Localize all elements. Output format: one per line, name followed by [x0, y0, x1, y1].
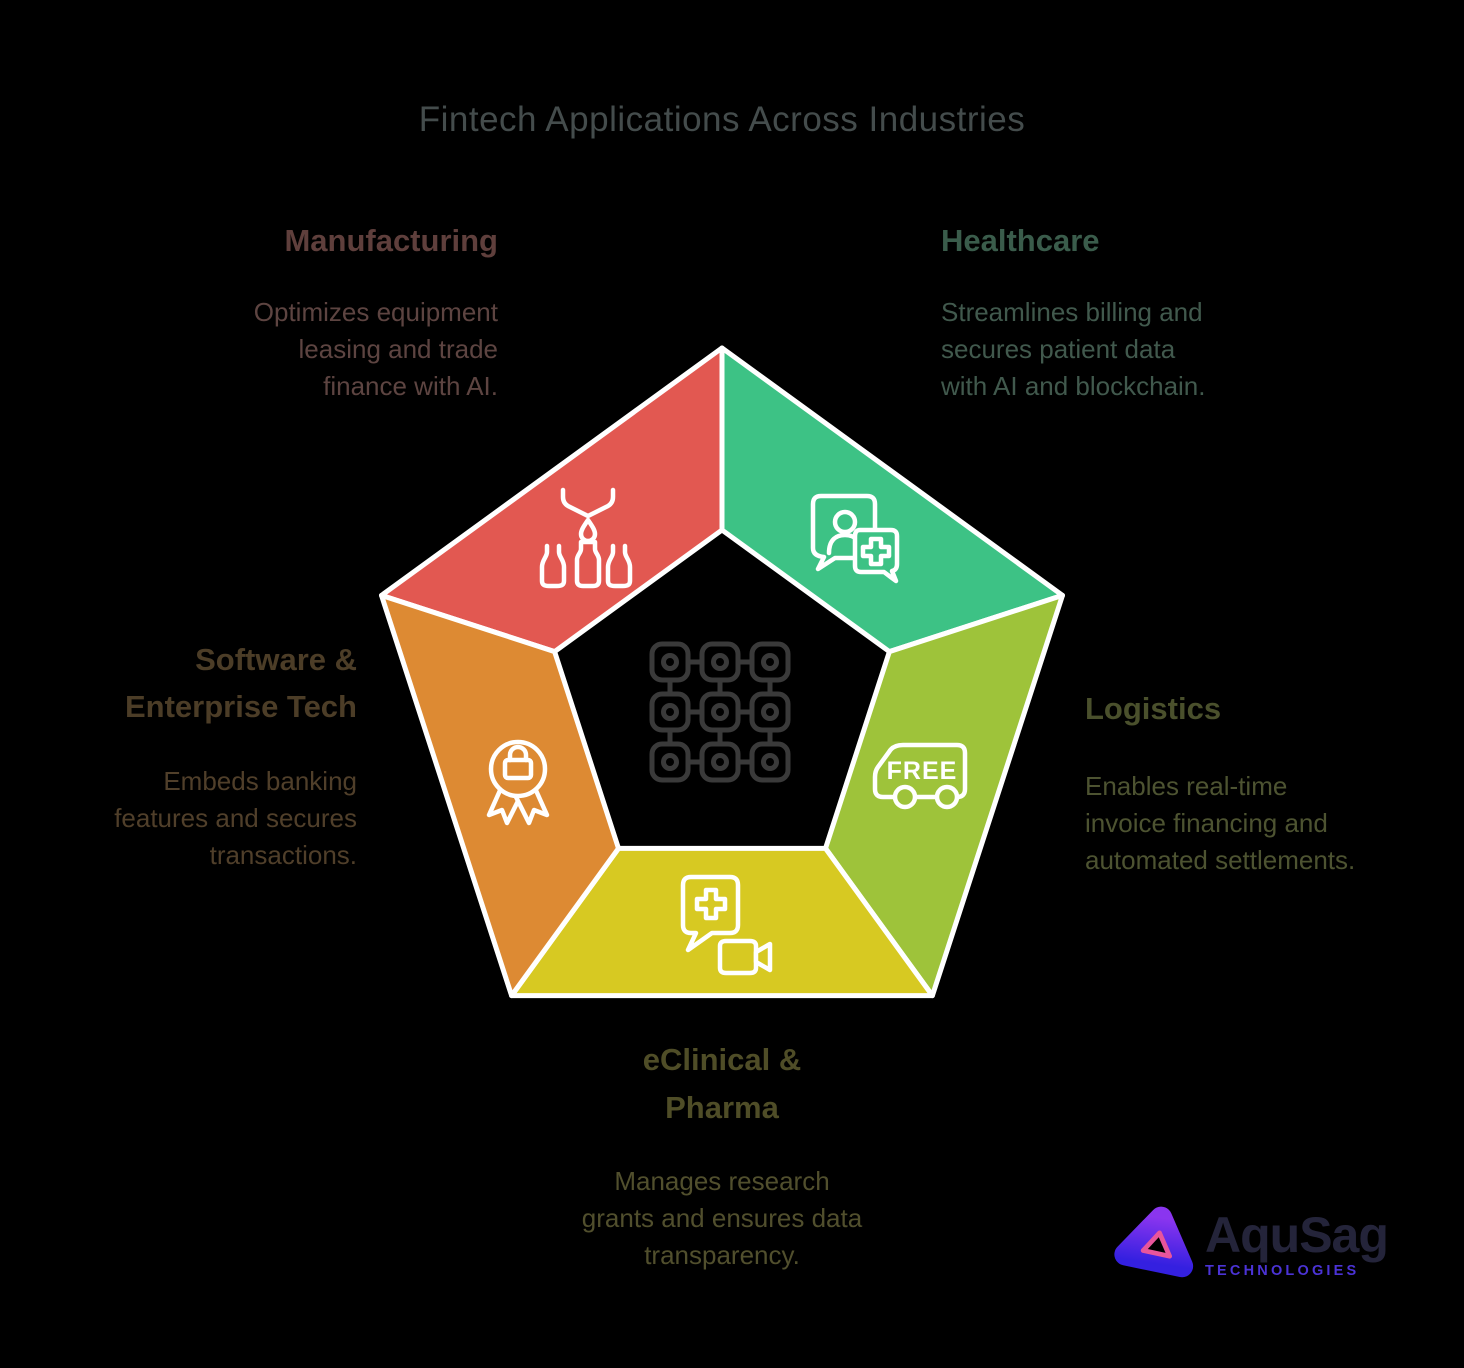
- eclinical-heading: eClinical & Pharma: [642, 1042, 802, 1125]
- aqusag-logo-mark-icon: [1114, 1206, 1194, 1278]
- page-title: Fintech Applications Across Industries: [418, 100, 1026, 139]
- secure-badge-icon: [486, 739, 550, 826]
- telemedicine-icon: [680, 874, 773, 976]
- section-healthcare: Healthcare Streamlines billing and secur…: [941, 222, 1361, 405]
- software-heading: Software & Enterprise Tech: [124, 642, 357, 724]
- section-logistics: Logistics Enables real-time invoice fina…: [1085, 690, 1464, 879]
- truck-free-label: FREE: [887, 757, 958, 785]
- manufacturing-heading: Manufacturing: [284, 223, 498, 258]
- section-eclinical-pharma: eClinical & Pharma Manages research gran…: [472, 1036, 972, 1274]
- healthcare-description: Streamlines billing and secures patient …: [941, 297, 1206, 401]
- logistics-description: Enables real-time invoice financing and …: [1085, 771, 1356, 875]
- software-description: Embeds banking features and secures tran…: [114, 766, 357, 870]
- logistics-heading: Logistics: [1085, 691, 1222, 726]
- eclinical-description: Manages research grants and ensures data…: [581, 1166, 863, 1270]
- patient-consult-icon: [810, 493, 900, 584]
- aqusag-wordmark: AquSag: [1205, 1207, 1389, 1263]
- manufacturing-description: Optimizes equipment leasing and trade fi…: [253, 297, 498, 401]
- aqusag-tagline: TECHNOLOGIES: [1205, 1263, 1360, 1279]
- aqusag-logo: AquSag TECHNOLOGIES: [1108, 1198, 1418, 1308]
- healthcare-heading: Healthcare: [941, 223, 1100, 258]
- section-software-enterprise: Software & Enterprise Tech Embeds bankin…: [0, 636, 357, 874]
- free-delivery-truck-icon: FREE: [872, 742, 968, 810]
- section-manufacturing: Manufacturing Optimizes equipment leasin…: [78, 222, 498, 405]
- bottling-machine-icon: [539, 487, 633, 589]
- blockchain-grid-icon: [649, 641, 791, 783]
